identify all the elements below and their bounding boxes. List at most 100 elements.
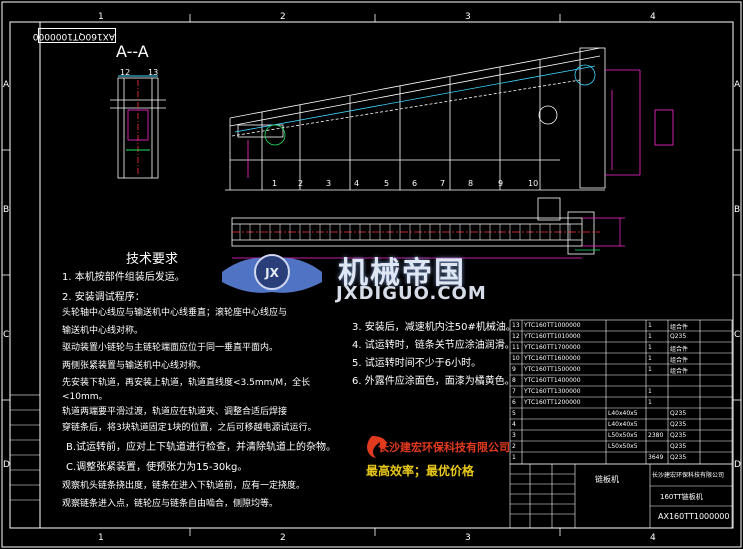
zone-number: 1 [98, 533, 104, 543]
left-margin-table [9, 394, 41, 529]
bom-cell-no: 5 [512, 410, 516, 417]
tech-requirement-item: 穿链条后，将3块轨道固定1块的位置，之后可移越电源试运行。 [62, 423, 317, 433]
bom-cell-name: L50x50x5 [608, 432, 638, 439]
bom-cell-no: 1 [512, 454, 516, 461]
bom-cell-qty: 1 [648, 344, 652, 351]
part-balloon: 1 [272, 179, 278, 188]
bom-cell-code: YTC160TT1600000 [524, 355, 581, 362]
tech-requirement-item: 4. 试运转时，链条关节应涂油润滑。 [352, 340, 515, 351]
bom-cell-code: YTC160TT1300000 [524, 388, 581, 395]
watermark-domain: JXDIGUO.COM [336, 283, 487, 304]
tech-requirement-item: <10mm。 [62, 392, 108, 402]
part-balloon: 2 [298, 179, 304, 188]
zone-number: 1 [98, 12, 104, 22]
part-balloon: 3 [326, 179, 332, 188]
bom-cell-mat: Q235 [670, 410, 687, 417]
bom-cell-name: L50x50x5 [608, 443, 638, 450]
part-balloon: 7 [440, 179, 446, 188]
bom-cell-no: 2 [512, 443, 516, 450]
zone-number: 3 [465, 12, 471, 22]
bom-cell-mat: Q235 [670, 454, 687, 461]
bom-cell-qty: 1 [648, 333, 652, 340]
tech-requirement-item: 3. 安装后，减速机内注50#机械油。 [352, 322, 516, 333]
bom-cell-no: 11 [512, 344, 520, 351]
tech-requirement-item: 观察机头链条挠出度，链条在进入下轨道前，应有一定挠度。 [62, 481, 306, 491]
bom-cell-name: L40x40x5 [608, 421, 638, 428]
zone-number: 2 [280, 533, 286, 543]
company-logo [367, 436, 387, 458]
bom-cell-code: YTC160TT1000000 [524, 322, 581, 329]
bom-cell-no: 7 [512, 388, 516, 395]
tech-requirement-item: 驱动装置小链轮与主链轮端面应位于同一垂直平面内。 [62, 343, 279, 353]
plan-view-hatch [239, 224, 571, 240]
title-block-part-name: 链板机 [595, 475, 619, 484]
bom-cell-code: YTC160TT1400000 [524, 377, 581, 384]
tech-requirement-item: C.调整张紧装置，使预张力为15-30kg。 [66, 462, 248, 473]
bom-cell-mat: Q235 [670, 421, 687, 428]
section-view-colored [118, 75, 158, 151]
zone-letter: C [3, 330, 10, 340]
tech-requirement-item: 轨道两端要平滑过渡，轨道应在轨道夹、调整合适后焊接 [62, 407, 288, 417]
bom-cell-no: 3 [512, 432, 516, 439]
bom-cell-mat: 组合件 [670, 357, 689, 364]
bom-cell-code: YTC160TT1010000 [524, 333, 581, 340]
bom-cell-qty: 2380 [648, 432, 664, 439]
company-slogan: 最高效率；最优价格 [366, 464, 475, 478]
tech-requirement-item: 观察链条进入点，链轮应与链条自由啮合，侧隙均等。 [62, 499, 279, 509]
bom-cell-mat: Q235 [670, 432, 687, 439]
tech-requirements-heading: 技术要求 [126, 252, 179, 267]
part-balloon: 8 [468, 179, 474, 188]
tech-requirement-item: 2. 安装调试程序： [62, 292, 145, 303]
watermark-emblem: JX [222, 254, 322, 293]
bom-cell-no: 13 [512, 322, 520, 329]
zone-number: 4 [650, 533, 656, 543]
part-label: 12 [120, 68, 131, 77]
part-label: 13 [148, 68, 159, 77]
tech-requirement-item: 两侧张紧装置与输送机中心线对称。 [62, 361, 207, 371]
bom-cell-no: 12 [512, 333, 520, 340]
tech-requirement-item: 先安装下轨道，再安装上轨道，轨道直线度<3.5mm/M，全长 [62, 378, 311, 388]
bom-cell-qty: 1 [648, 322, 652, 329]
title-block-grid [509, 463, 733, 529]
bom-cell-qty: 3649 [648, 454, 664, 461]
bom-cell-qty: 1 [648, 355, 652, 362]
part-balloon: 4 [354, 179, 360, 188]
bom-cell-name: L40x40x5 [608, 410, 638, 417]
bom-cell-no: 9 [512, 366, 516, 373]
company-name: 长沙建宏环保科技有限公司 [378, 441, 510, 454]
tech-requirement-item: 1. 本机按部件组装后发运。 [62, 272, 185, 283]
bom-cell-code: YTC160TT1700000 [524, 344, 581, 351]
bom-table-grid [509, 319, 733, 465]
plan-view-dims [232, 217, 625, 259]
front-view [225, 47, 606, 191]
bom-cell-no: 10 [512, 355, 520, 362]
title-block-drawing-number: AX160TT1000000 [658, 512, 730, 521]
bom-cell-code: YTC160TT1500000 [524, 366, 581, 373]
part-balloon: 6 [412, 179, 418, 188]
title-block-company: 长沙建宏环保科技有限公司 [652, 472, 725, 479]
zone-letter: D [734, 460, 741, 470]
part-balloon: 5 [384, 179, 390, 188]
zone-letter: B [734, 205, 741, 215]
tech-requirement-item: 头轮轴中心线应与输送机中心线垂直；滚轮座中心线应与 [62, 308, 288, 318]
zone-letter: A [3, 80, 10, 90]
bom-cell-qty: 1 [648, 388, 652, 395]
front-view-colored [234, 64, 674, 178]
zone-letter: A [734, 80, 741, 90]
part-balloon: 10 [528, 179, 539, 188]
bom-cell-qty: 1 [648, 366, 652, 373]
bom-cell-qty: 1 [648, 399, 652, 406]
part-balloon: 9 [498, 179, 504, 188]
watermark-title: 机械帝国 [338, 256, 466, 291]
zone-ticks [2, 14, 741, 536]
zone-letter: B [3, 205, 10, 215]
zone-number: 3 [465, 533, 471, 543]
bom-cell-mat: 组合件 [670, 346, 689, 353]
tech-requirement-item: 输送机中心线对称。 [62, 326, 144, 336]
tech-requirement-item: B.试运转前，应对上下轨道进行检查，并清除轨道上的杂物。 [66, 442, 337, 453]
bom-cell-no: 6 [512, 399, 516, 406]
bom-cell-mat: Q235 [670, 333, 687, 340]
zone-letter: D [3, 460, 10, 470]
